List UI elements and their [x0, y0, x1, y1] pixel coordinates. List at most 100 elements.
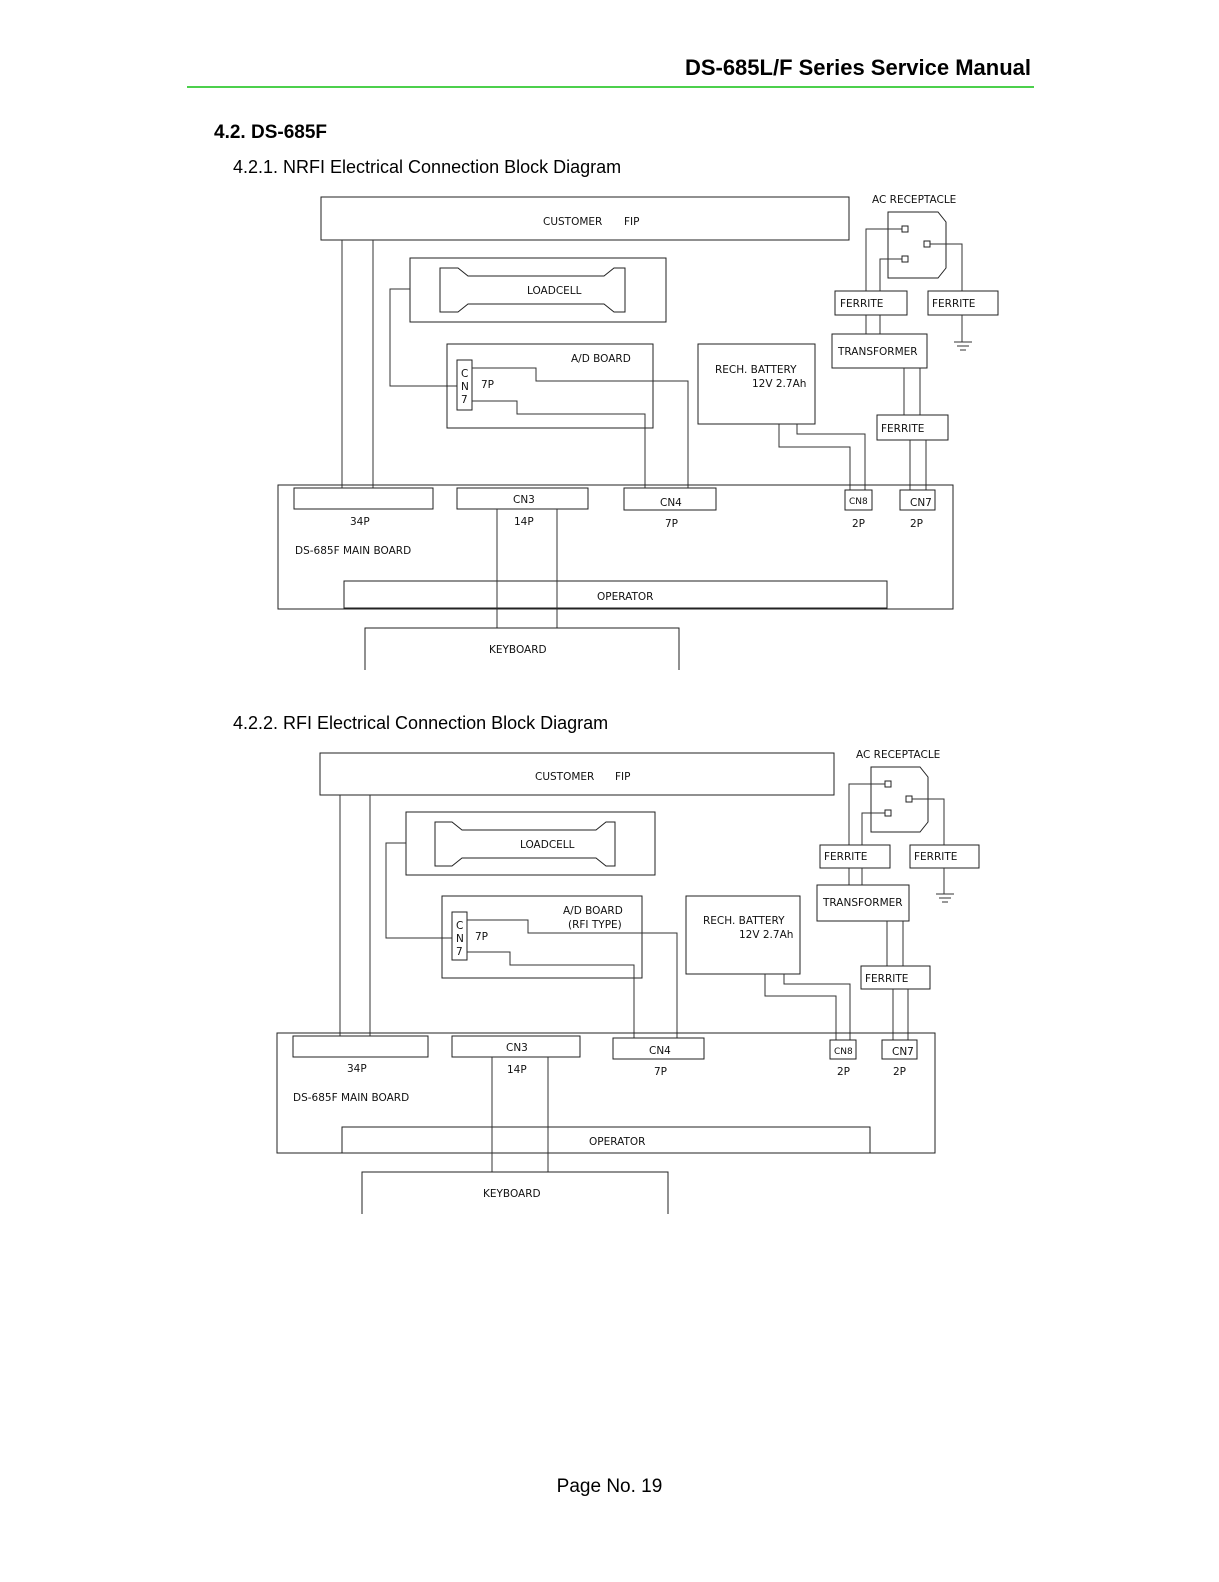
page-number: Page No. 19 — [556, 1476, 663, 1497]
ferrite-bottom-box — [876, 414, 949, 441]
loadcell-icon — [439, 267, 626, 313]
cn7-connector — [456, 359, 473, 411]
main-board-box — [277, 484, 954, 610]
connector-cn7 — [899, 489, 936, 511]
connector-cn7 — [881, 1039, 918, 1060]
battery-label: RECH. BATTERY — [703, 915, 785, 927]
fip-label: FIP — [615, 771, 630, 783]
battery-spec-label: 12V 2.7Ah — [739, 929, 793, 941]
pins-2a-label: 2P — [837, 1066, 850, 1078]
cn7-pins-label: 7P — [475, 931, 488, 943]
ac-receptacle-icon — [887, 211, 947, 279]
ground-icon — [936, 868, 954, 903]
connector-cn3 — [451, 1035, 581, 1058]
keyboard-box — [361, 1171, 669, 1214]
cn8-label: CN8 — [834, 1047, 853, 1057]
manual-title: DS-685L/F Series Service Manual — [684, 55, 1031, 80]
diagram2-title: 4.2.2. RFI Electrical Connection Block D… — [233, 713, 609, 733]
ferrite-bottom-label: FERRITE — [865, 973, 908, 985]
pins-14-label: 14P — [507, 1064, 527, 1076]
ac-pin-icon — [901, 225, 909, 233]
ferrite-right-box — [927, 290, 999, 316]
battery-label: RECH. BATTERY — [715, 364, 797, 376]
ac-pin-icon — [905, 795, 913, 803]
ferrite-left-box — [819, 844, 891, 869]
cn7-label: CN7 — [892, 1046, 914, 1058]
transformer-box — [816, 884, 910, 922]
connector-cn8 — [844, 489, 873, 511]
ad-board-label: A/D BOARD — [571, 353, 631, 365]
pins-2a-label: 2P — [852, 518, 865, 530]
fip-label: FIP — [624, 216, 639, 228]
transformer-label: TRANSFORMER — [822, 897, 903, 909]
cn7-letter: 7 — [461, 394, 468, 406]
rfi-block-diagram: CUSTOMER FIP AC RECEPTACLE FERRITE FERRI… — [276, 749, 980, 1214]
ac-pin-icon — [901, 255, 909, 263]
customer-label: CUSTOMER — [535, 771, 594, 783]
customer-label: CUSTOMER — [543, 216, 602, 228]
connector-34p — [292, 1035, 429, 1058]
loadcell-frame — [409, 257, 667, 323]
operator-label: OPERATOR — [589, 1136, 645, 1148]
ferrite-right-label: FERRITE — [914, 851, 957, 863]
ac-receptacle-label: AC RECEPTACLE — [856, 749, 940, 761]
section-title: 4.2. DS-685F — [214, 122, 327, 143]
main-board-label: DS-685F MAIN BOARD — [295, 545, 411, 557]
pins-34-label: 34P — [350, 516, 370, 528]
ac-pin-icon — [923, 240, 931, 248]
customer-fip-box — [320, 196, 850, 241]
pins-2b-label: 2P — [893, 1066, 906, 1078]
loadcell-icon — [434, 821, 616, 867]
keyboard-label: KEYBOARD — [489, 644, 547, 656]
ac-receptacle-icon — [870, 766, 929, 833]
cn8-label: CN8 — [849, 497, 868, 507]
main-board-label: DS-685F MAIN BOARD — [293, 1092, 409, 1104]
customer-fip-box — [319, 752, 835, 796]
cn7-letter: 7 — [456, 946, 463, 958]
ac-pin-icon — [884, 780, 892, 788]
transformer-label: TRANSFORMER — [837, 346, 918, 358]
loadcell-label: LOADCELL — [527, 285, 582, 297]
keyboard-box — [364, 627, 680, 670]
ferrite-bottom-label: FERRITE — [881, 423, 924, 435]
cn7-letter: C — [461, 368, 468, 380]
cn3-label: CN3 — [513, 494, 535, 506]
ferrite-left-label: FERRITE — [840, 298, 883, 310]
nrfi-block-diagram: CUSTOMER FIP AC RECEPTACLE FERRITE FERRI… — [277, 194, 999, 670]
ad-board-box — [441, 895, 643, 979]
ferrite-left-box — [834, 290, 908, 316]
ac-pin-icon — [884, 809, 892, 817]
ferrite-left-label: FERRITE — [824, 851, 867, 863]
connector-34p — [293, 487, 434, 510]
diagram1-title: 4.2.1. NRFI Electrical Connection Block … — [233, 157, 622, 177]
cn4-label: CN4 — [649, 1045, 671, 1057]
connector-cn4 — [612, 1037, 705, 1060]
battery-box — [697, 343, 816, 425]
connector-cn4 — [623, 487, 717, 511]
connector-cn8 — [829, 1039, 857, 1060]
ferrite-right-label: FERRITE — [932, 298, 975, 310]
ad-board-type-label: (RFI TYPE) — [568, 919, 622, 931]
cn4-label: CN4 — [660, 497, 682, 509]
pins-7-label: 7P — [665, 518, 678, 530]
cn7-pins-label: 7P — [481, 379, 494, 391]
operator-box — [341, 1126, 871, 1154]
ad-board-box — [446, 343, 654, 429]
pins-34-label: 34P — [347, 1063, 367, 1075]
cn7-label: CN7 — [910, 497, 932, 509]
operator-box — [343, 580, 888, 609]
ac-receptacle-label: AC RECEPTACLE — [872, 194, 956, 206]
keyboard-label: KEYBOARD — [483, 1188, 541, 1200]
loadcell-label: LOADCELL — [520, 839, 575, 851]
cn3-label: CN3 — [506, 1042, 528, 1054]
cn7-letter: C — [456, 920, 463, 932]
cn7-connector — [451, 911, 468, 961]
ferrite-bottom-box — [860, 965, 931, 990]
ground-icon — [954, 315, 972, 351]
pins-7-label: 7P — [654, 1066, 667, 1078]
cn7-letter: N — [456, 933, 464, 945]
ad-board-label: A/D BOARD — [563, 905, 623, 917]
pins-14-label: 14P — [514, 516, 534, 528]
pins-2b-label: 2P — [910, 518, 923, 530]
connector-cn3 — [456, 487, 589, 510]
